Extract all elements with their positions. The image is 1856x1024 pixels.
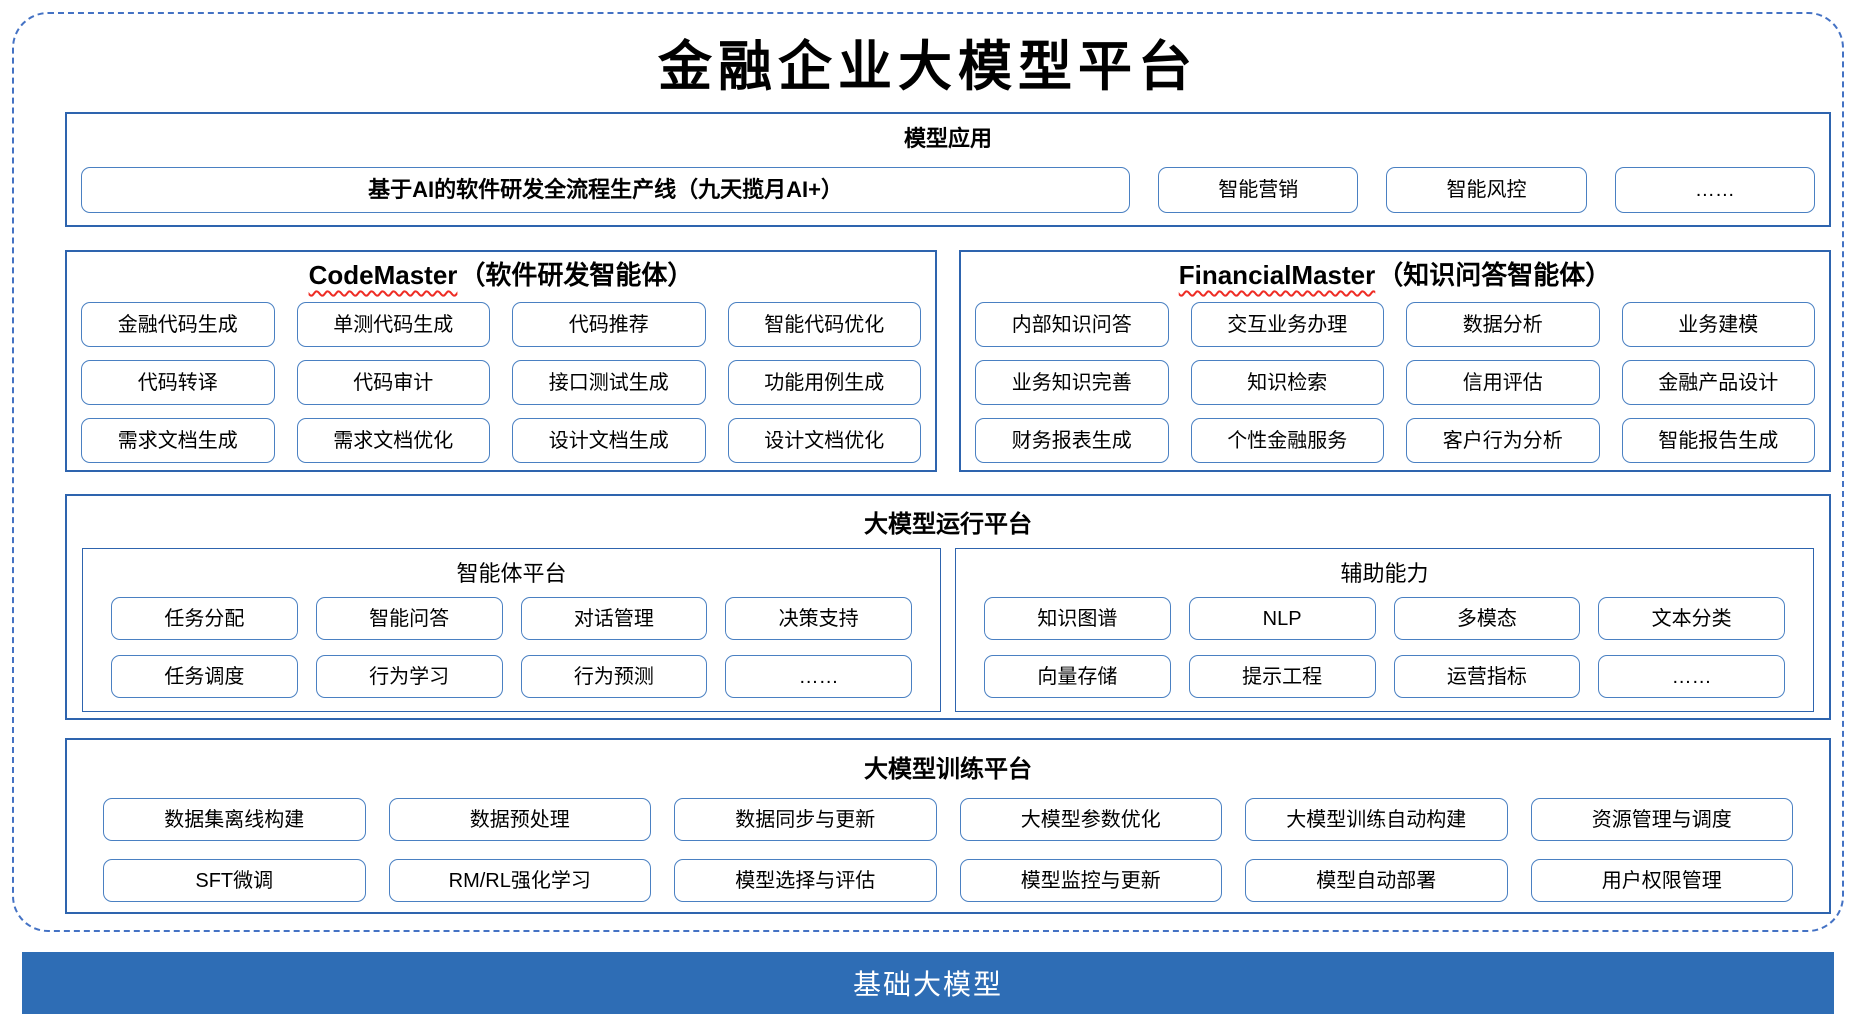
feature-box: 提示工程: [1188, 655, 1376, 698]
model-apps-section: 模型应用 基于AI的软件研发全流程生产线（九天揽月AI+） 智能营销 智能风控 …: [65, 112, 1831, 227]
training-grid: 数据集离线构建 数据预处理 数据同步与更新 大模型参数优化 大模型训练自动构建 …: [103, 798, 1793, 902]
feature-box: 内部知识问答: [975, 302, 1169, 347]
runtime-platform-header: 大模型运行平台: [864, 511, 1032, 538]
feature-box: 数据分析: [1406, 302, 1600, 347]
feature-box: 文本分类: [1598, 597, 1785, 640]
feature-box: 用户权限管理: [1530, 859, 1793, 902]
feature-box: NLP: [1188, 597, 1376, 640]
codemaster-header: CodeMaster（软件研发智能体）: [67, 258, 935, 292]
feature-box: 行为学习: [315, 655, 503, 698]
feature-box: 决策支持: [725, 597, 912, 640]
feature-box: 模型选择与评估: [674, 859, 937, 902]
feature-box: 功能用例生成: [727, 360, 921, 405]
training-platform-header: 大模型训练平台: [864, 756, 1032, 783]
feature-box: 交互业务办理: [1190, 302, 1384, 347]
aux-capabilities-header: 辅助能力: [1340, 561, 1429, 586]
feature-box: 行为预测: [520, 655, 708, 698]
feature-box: 任务调度: [111, 655, 298, 698]
financialmaster-grid: 内部知识问答 交互业务办理 数据分析 业务建模 业务知识完善 知识检索 信用评估…: [975, 302, 1815, 463]
feature-box: 信用评估: [1406, 360, 1600, 405]
feature-box: 设计文档生成: [512, 418, 706, 463]
feature-box: 业务建模: [1621, 302, 1815, 347]
feature-box: 数据同步与更新: [674, 798, 937, 841]
feature-box: 智能营销: [1158, 167, 1359, 213]
runtime-platform-section: 大模型运行平台 智能体平台 任务分配 智能问答 对话管理 决策支持 任务调度 行…: [65, 494, 1831, 720]
aux-capabilities-grid: 知识图谱 NLP 多模态 文本分类 向量存储 提示工程 运营指标 ……: [984, 597, 1785, 698]
feature-box: 设计文档优化: [727, 418, 921, 463]
feature-box: ……: [725, 655, 912, 698]
agent-platform-header: 智能体平台: [456, 561, 567, 586]
feature-box: 模型监控与更新: [959, 859, 1222, 902]
agent-platform-grid: 任务分配 智能问答 对话管理 决策支持 任务调度 行为学习 行为预测 ……: [111, 597, 912, 698]
feature-box: 财务报表生成: [975, 418, 1169, 463]
feature-box: 代码转译: [81, 360, 275, 405]
feature-box: ……: [1598, 655, 1785, 698]
feature-box: 数据预处理: [388, 798, 651, 841]
ai-pipeline-box: 基于AI的软件研发全流程生产线（九天揽月AI+）: [81, 167, 1131, 213]
feature-box: 知识检索: [1190, 360, 1384, 405]
feature-box: RM/RL强化学习: [388, 859, 651, 902]
model-apps-row: 基于AI的软件研发全流程生产线（九天揽月AI+） 智能营销 智能风控 ……: [81, 167, 1815, 213]
feature-box: 大模型参数优化: [959, 798, 1222, 841]
feature-box: 接口测试生成: [512, 360, 706, 405]
feature-box: 知识图谱: [984, 597, 1171, 640]
feature-box: SFT微调: [103, 859, 366, 902]
feature-box: 代码审计: [296, 360, 490, 405]
feature-box: 智能问答: [315, 597, 503, 640]
feature-box: 对话管理: [520, 597, 708, 640]
feature-box: 资源管理与调度: [1530, 798, 1793, 841]
feature-box: 单测代码生成: [296, 302, 490, 347]
feature-box: 智能风控: [1386, 167, 1587, 213]
financialmaster-header: FinancialMaster（知识问答智能体）: [961, 258, 1829, 292]
feature-box: 智能代码优化: [727, 302, 921, 347]
model-apps-header: 模型应用: [903, 126, 992, 151]
page-title: 金融企业大模型平台: [658, 34, 1198, 98]
platform-frame: 金融企业大模型平台 模型应用 基于AI的软件研发全流程生产线（九天揽月AI+） …: [12, 12, 1844, 932]
feature-box: 金融产品设计: [1621, 360, 1815, 405]
feature-box: 模型自动部署: [1245, 859, 1508, 902]
feature-box: 业务知识完善: [975, 360, 1169, 405]
foundation-model-bar: 基础大模型: [22, 952, 1834, 1014]
feature-box: 大模型训练自动构建: [1245, 798, 1508, 841]
feature-box: 多模态: [1393, 597, 1581, 640]
feature-box: 代码推荐: [512, 302, 706, 347]
feature-box: 向量存储: [984, 655, 1171, 698]
feature-box: 运营指标: [1393, 655, 1581, 698]
financialmaster-header-zh: （知识问答智能体）: [1377, 260, 1612, 290]
feature-box: 需求文档优化: [296, 418, 490, 463]
codemaster-header-en: CodeMaster: [308, 260, 458, 290]
financialmaster-header-en: FinancialMaster: [1178, 260, 1376, 290]
feature-box: 任务分配: [111, 597, 298, 640]
feature-box: 数据集离线构建: [103, 798, 366, 841]
agent-platform-panel: 智能体平台 任务分配 智能问答 对话管理 决策支持 任务调度 行为学习 行为预测…: [82, 548, 941, 712]
feature-box: 客户行为分析: [1406, 418, 1600, 463]
codemaster-grid: 金融代码生成 单测代码生成 代码推荐 智能代码优化 代码转译 代码审计 接口测试…: [81, 302, 921, 463]
codemaster-section: CodeMaster（软件研发智能体） 金融代码生成 单测代码生成 代码推荐 智…: [65, 250, 937, 472]
feature-box: 金融代码生成: [81, 302, 275, 347]
aux-capabilities-panel: 辅助能力 知识图谱 NLP 多模态 文本分类 向量存储 提示工程 运营指标 ……: [955, 548, 1814, 712]
feature-box: 需求文档生成: [81, 418, 275, 463]
codemaster-header-zh: （软件研发智能体）: [459, 260, 694, 290]
feature-box: 智能报告生成: [1621, 418, 1815, 463]
training-platform-section: 大模型训练平台 数据集离线构建 数据预处理 数据同步与更新 大模型参数优化 大模…: [65, 738, 1831, 914]
feature-box: 个性金融服务: [1190, 418, 1384, 463]
feature-box: ……: [1614, 167, 1815, 213]
runtime-panels: 智能体平台 任务分配 智能问答 对话管理 决策支持 任务调度 行为学习 行为预测…: [82, 548, 1814, 712]
financialmaster-section: FinancialMaster（知识问答智能体） 内部知识问答 交互业务办理 数…: [959, 250, 1831, 472]
